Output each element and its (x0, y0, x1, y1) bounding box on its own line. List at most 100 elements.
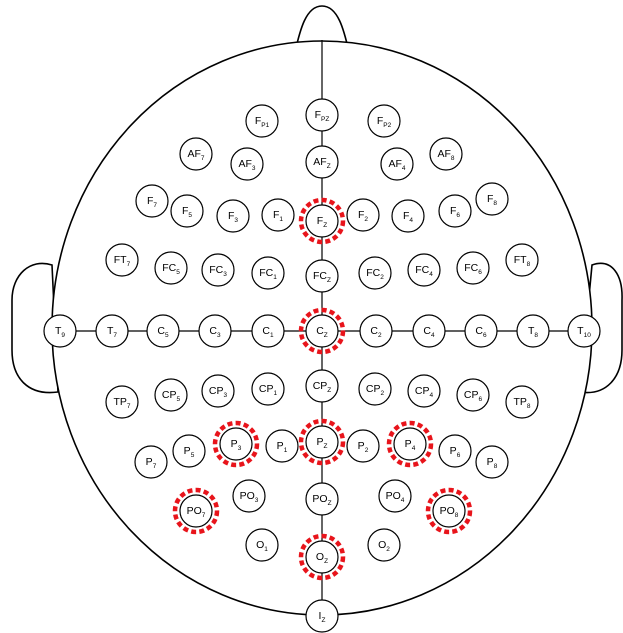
electrode-label-subscript: 10 (584, 332, 592, 339)
electrode-f5: F5 (171, 195, 203, 227)
electrode-label-subscript: Z (321, 617, 325, 624)
electrode-label-subscript: Z (324, 558, 328, 565)
electrode-label-subscript: Z (327, 277, 331, 284)
electrode-label-subscript: 3 (252, 165, 256, 172)
electrode-label-base: CP (209, 385, 224, 397)
electrode-label-subscript: 5 (176, 396, 180, 403)
electrode-cp2: CP2 (359, 373, 391, 405)
electrode-label-subscript: 5 (188, 212, 192, 219)
electrode-label-subscript: 3 (255, 497, 259, 504)
electrode-ft7: FT7 (106, 244, 138, 276)
electrode-ft8: FT8 (506, 244, 538, 276)
electrode-c2: C2 (360, 315, 392, 347)
electrode-f2: F2 (347, 199, 379, 231)
electrode-label-subscript: 2 (364, 216, 368, 223)
electrode-label-subscript: 3 (234, 217, 238, 224)
electrode-label-subscript: 1 (284, 447, 288, 454)
electrode-label-subscript: 7 (201, 155, 205, 162)
electrode-label-subscript: PZ (321, 116, 329, 123)
electrode-label-subscript: 8 (493, 200, 497, 207)
electrode-label-base: P (358, 440, 365, 452)
electrode-label-subscript: Z (328, 500, 332, 507)
electrode-label-subscript: Z (327, 387, 331, 394)
electrode-label-subscript: 2 (365, 447, 369, 454)
electrode-label-base: PO (240, 490, 255, 502)
electrode-label-base: FC (209, 264, 223, 276)
electrode-label-subscript: 8 (534, 332, 538, 339)
electrode-label-base: O (256, 539, 264, 551)
electrode-label-subscript: 3 (238, 445, 242, 452)
electrode-label-subscript: P1 (261, 122, 269, 129)
electrode-af4: AF4 (381, 148, 413, 180)
electrode-label-base: FC (366, 267, 380, 279)
electrode-fp2: FP2 (368, 105, 400, 137)
electrode-label-base: P (184, 445, 191, 457)
electrode-label-subscript: 6 (478, 269, 482, 276)
electrode-afz: AFZ (306, 146, 338, 178)
electrode-label-subscript: 2 (380, 274, 384, 281)
electrode-label-base: FC (464, 262, 478, 274)
electrode-label-subscript: Z (327, 163, 331, 170)
electrode-label-base: PO (440, 505, 455, 517)
electrode-iz: IZ (306, 600, 338, 632)
electrode-fcz: FCZ (306, 260, 338, 292)
electrode-tp7: TP7 (106, 386, 138, 418)
electrode-circle (246, 105, 278, 137)
electrode-p6: P6 (439, 435, 471, 467)
electrode-circle (306, 99, 338, 131)
electrode-label-subscript: 4 (429, 392, 433, 399)
electrode-c1: C1 (252, 315, 284, 347)
electrode-label-subscript: 8 (527, 261, 531, 268)
electrode-cpz: CPZ (306, 370, 338, 402)
electrode-label-subscript: 6 (478, 396, 482, 403)
electrode-label-base: FT (514, 254, 527, 266)
electrode-label-subscript: 6 (456, 212, 460, 219)
electrode-circle (306, 600, 338, 632)
electrode-label-base: CP (464, 389, 479, 401)
electrode-cp4: CP4 (408, 375, 440, 407)
electrode-label-subscript: 4 (429, 271, 433, 278)
electrode-label-base: PO (386, 490, 401, 502)
electrode-t10: T10 (568, 315, 600, 347)
electrode-label-subscript: 1 (264, 546, 268, 553)
electrode-label-subscript: 5 (165, 332, 169, 339)
electrode-label-subscript: 7 (127, 261, 131, 268)
electrode-label-subscript: 4 (402, 165, 406, 172)
electrode-label-subscript: 2 (380, 390, 384, 397)
electrode-label-base: O (378, 539, 386, 551)
electrode-fc2: FC2 (359, 257, 391, 289)
electrode-label-base: CP (313, 380, 328, 392)
electrode-label-subscript: 2 (378, 332, 382, 339)
electrode-po3: PO3 (233, 480, 265, 512)
electrode-label-base: PO (187, 505, 202, 517)
electrode-af7: AF7 (180, 138, 212, 170)
electrode-p5: P5 (173, 435, 205, 467)
electrode-label-subscript: Z (324, 443, 328, 450)
electrode-label-base: PO (312, 493, 327, 505)
electrode-label-subscript: P2 (383, 122, 391, 129)
electrode-label-subscript: 7 (153, 202, 157, 209)
electrode-label-subscript: 7 (202, 512, 206, 519)
electrode-label-base: AF (238, 158, 251, 170)
electrode-label-subscript: Z (323, 222, 327, 229)
electrode-label-base: TP (113, 396, 126, 408)
electrode-label-subscript: 8 (455, 512, 459, 519)
electrode-tp8: TP8 (506, 386, 538, 418)
electrode-label-subscript: 4 (431, 332, 435, 339)
electrode-fc3: FC3 (202, 254, 234, 286)
electrode-label-base: FC (162, 262, 176, 274)
electrode-circle (368, 105, 400, 137)
electrode-label-subscript: 4 (401, 497, 405, 504)
electrode-p2: P2 (347, 430, 379, 462)
electrode-f4: F4 (392, 200, 424, 232)
electrode-fc1: FC1 (252, 257, 284, 289)
electrode-label-subscript: 3 (217, 332, 221, 339)
electrode-label-base: P (277, 440, 284, 452)
electrode-f7: F7 (136, 185, 168, 217)
electrode-fpz: FPZ (306, 99, 338, 131)
electrode-label-base: CP (259, 383, 274, 395)
electrode-label-subscript: 4 (412, 445, 416, 452)
electrode-t7: T7 (96, 315, 128, 347)
electrode-fc4: FC4 (408, 254, 440, 286)
electrode-p7: P7 (135, 446, 167, 478)
